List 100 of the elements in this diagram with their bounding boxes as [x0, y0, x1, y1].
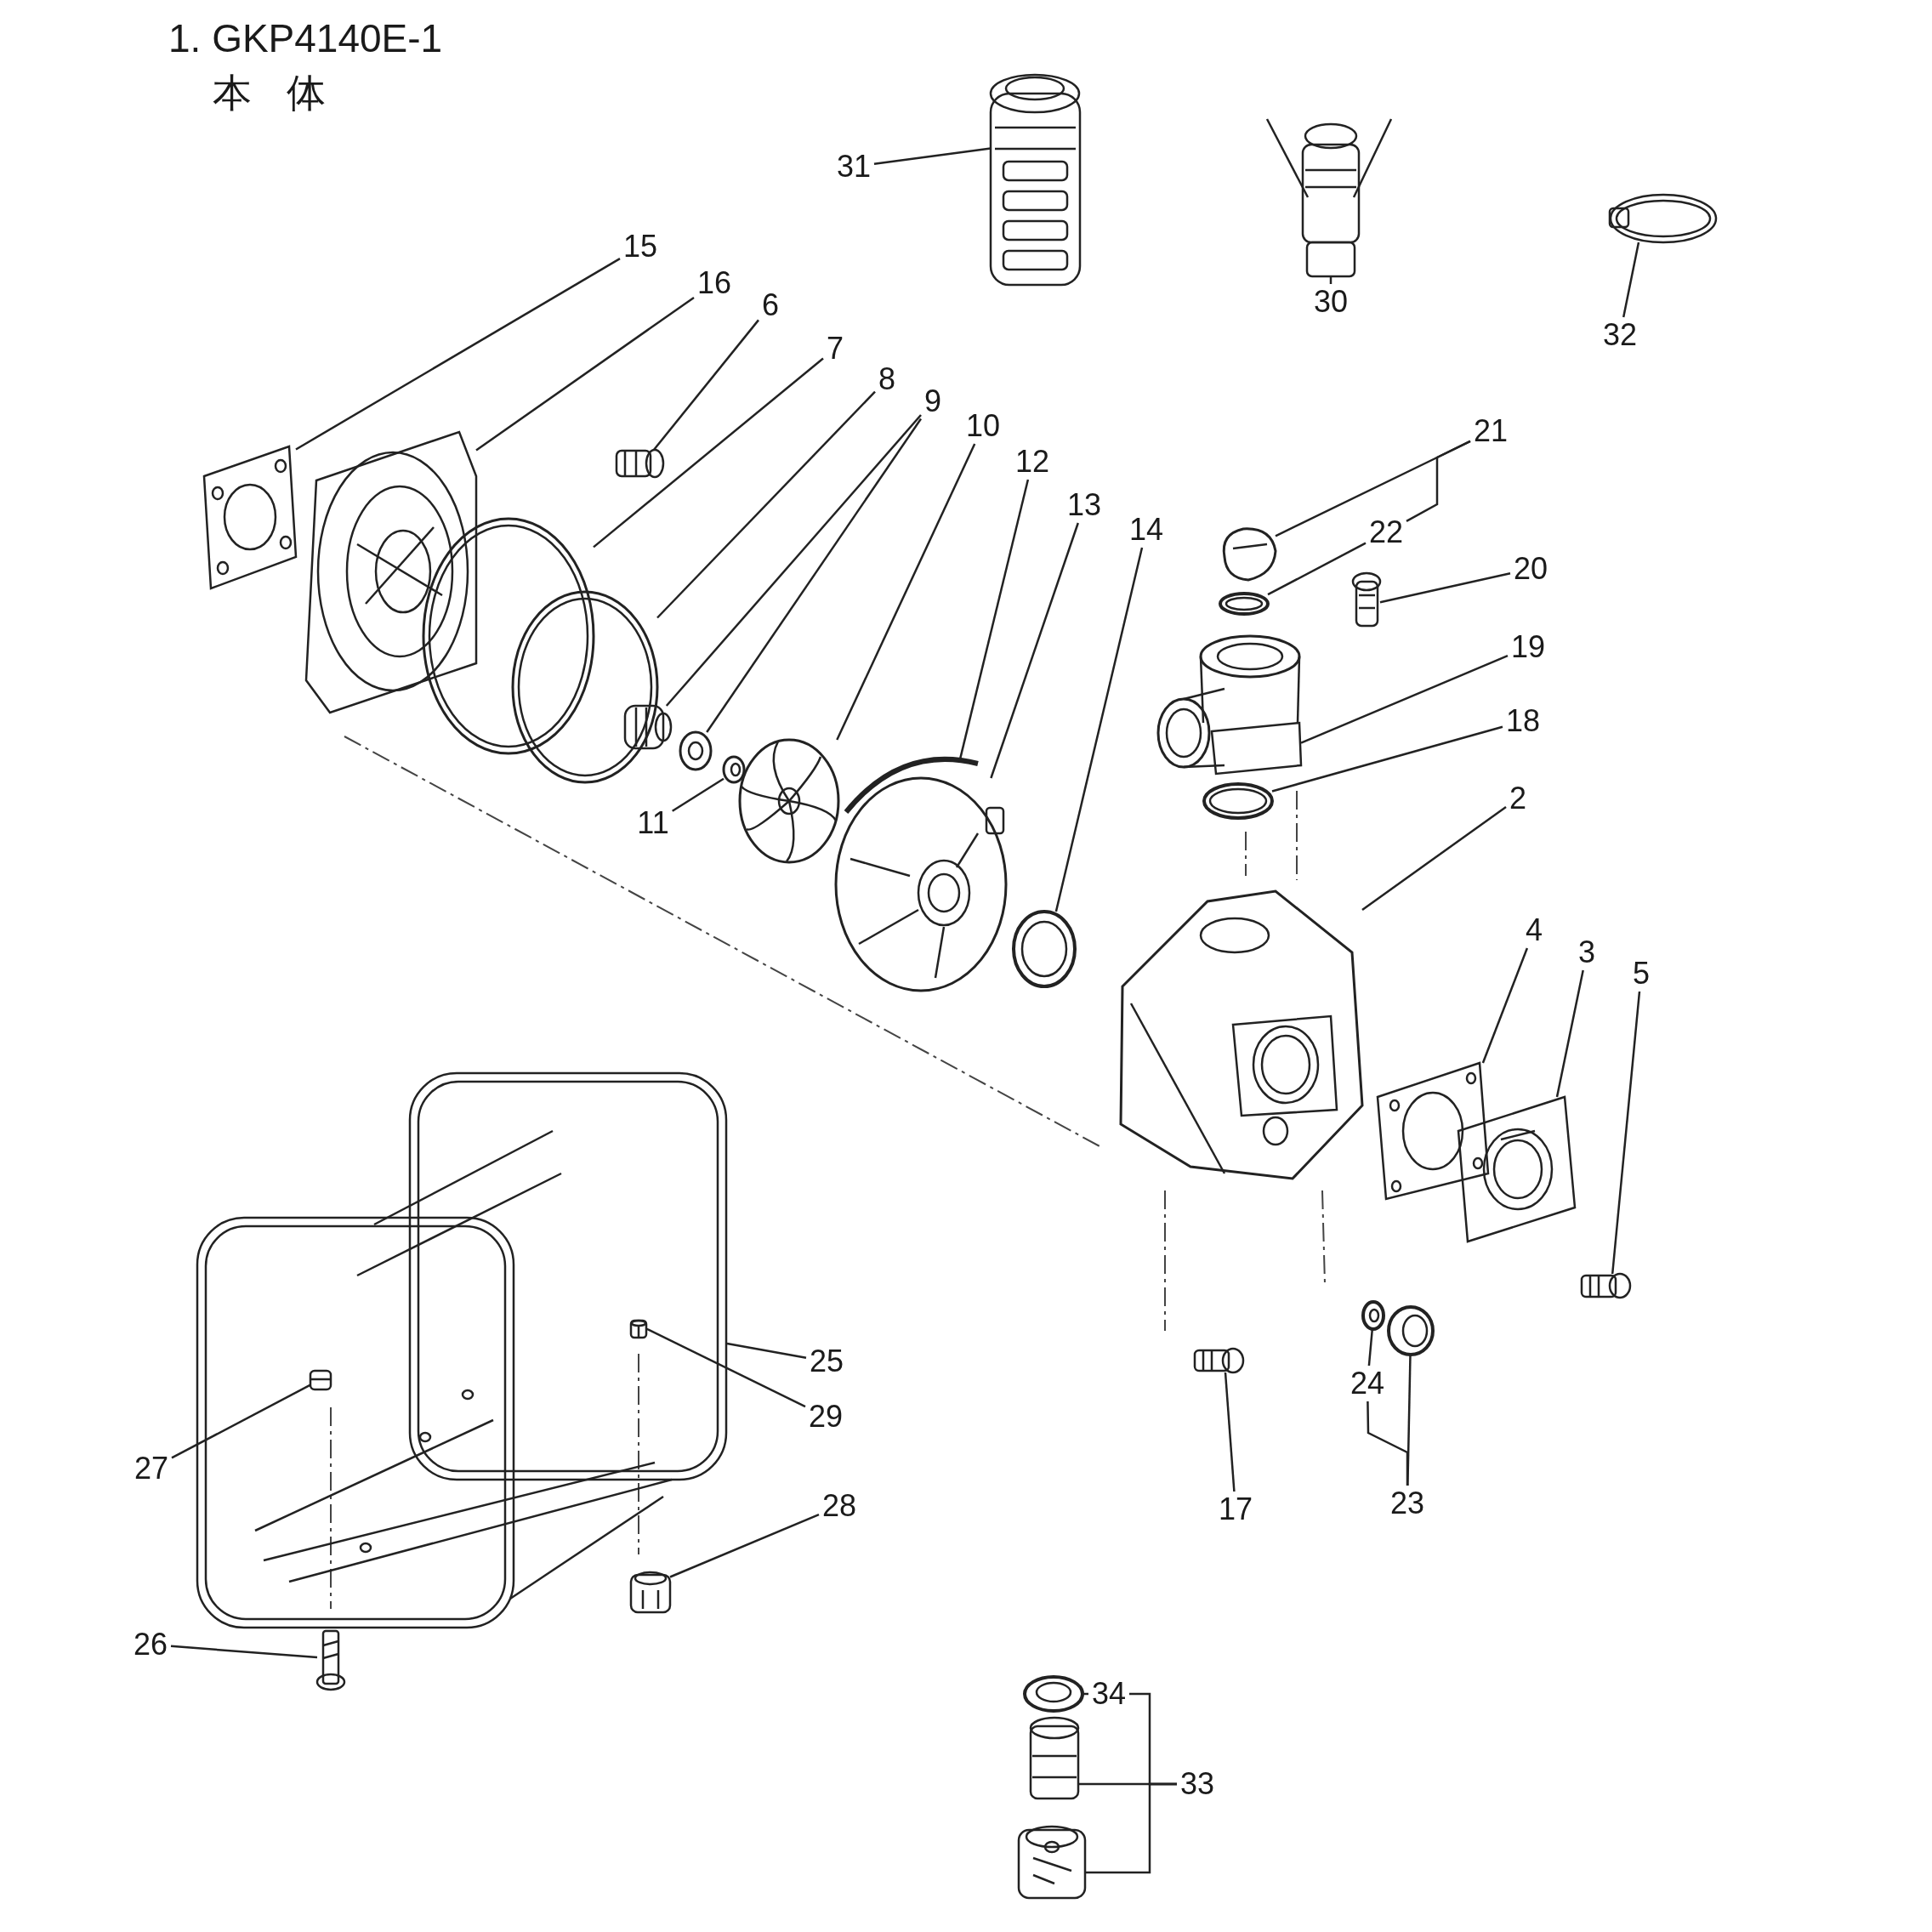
callout-number: 11 [634, 805, 673, 841]
bolt-drawing [1580, 1272, 1632, 1299]
cap-drawing [1222, 527, 1277, 582]
callout-number: 3 [1575, 935, 1599, 970]
leader-line [652, 319, 759, 451]
leader-line [1481, 947, 1529, 1064]
gasket-drawing [202, 445, 298, 590]
leader-line [1367, 1328, 1374, 1367]
rubber-foot-drawing [629, 1571, 672, 1614]
callout-number: 4 [1522, 912, 1546, 948]
gasket-drawing [1376, 1061, 1490, 1201]
leader-line [1611, 991, 1641, 1275]
mechanical-seal-drawing [623, 704, 673, 750]
callout-number: 14 [1126, 512, 1167, 548]
leader-line [1054, 547, 1144, 912]
callout-number: 31 [833, 149, 874, 185]
leader-line [1622, 242, 1640, 318]
leader-line [1555, 969, 1584, 1098]
leader-line [1224, 1372, 1236, 1492]
strainer-drawing [989, 73, 1082, 287]
callout-number: 25 [806, 1344, 847, 1379]
callout-number: 28 [819, 1488, 860, 1524]
callout-number: 6 [759, 287, 782, 323]
leader-line [1129, 1692, 1177, 1786]
discharge-elbow-drawing [1156, 634, 1303, 776]
leader-line [726, 1342, 807, 1359]
leader-line [1300, 654, 1509, 744]
callout-number: 29 [805, 1399, 846, 1435]
callout-number: 27 [131, 1451, 172, 1486]
leader-line [171, 1384, 311, 1459]
bolt-drawing [1193, 1347, 1245, 1374]
callout-number: 17 [1215, 1492, 1256, 1527]
gasket-drawing [844, 757, 979, 814]
pump-cover-drawing [304, 430, 478, 714]
callout-number: 18 [1503, 703, 1543, 739]
hose-clamp-drawing [1608, 193, 1718, 244]
o-ring-drawing [1219, 592, 1270, 616]
callout-number: 26 [130, 1627, 171, 1662]
callout-number: 33 [1177, 1766, 1218, 1802]
hose-coupling-drawing [1265, 118, 1393, 278]
washer-drawing [679, 730, 713, 771]
callout-number: 9 [921, 384, 945, 419]
bolt-drawing [315, 1629, 346, 1691]
callout-number: 15 [620, 229, 661, 264]
leader-line [706, 418, 923, 733]
leader-line [1361, 806, 1507, 911]
callout-number: 2 [1506, 781, 1530, 816]
flange-drawing [1457, 1095, 1577, 1243]
callout-number: 22 [1366, 514, 1406, 550]
callout-number: 5 [1629, 956, 1653, 992]
pump-casing-drawing [1119, 889, 1364, 1180]
leader-line [475, 296, 695, 452]
leader-line [672, 777, 724, 812]
callout-number: 34 [1088, 1676, 1129, 1712]
leader-line [1082, 1692, 1088, 1696]
callout-number: 30 [1310, 284, 1351, 320]
o-ring-drawing [511, 590, 659, 784]
washer-drawing [1361, 1300, 1385, 1331]
leader-line [665, 414, 922, 707]
callout-number: 13 [1064, 487, 1105, 523]
key-drawing [722, 755, 746, 784]
leader-line [669, 1513, 820, 1578]
callout-number: 23 [1387, 1486, 1428, 1521]
plug-drawing [1351, 571, 1382, 628]
title: 1. GKP4140E-1 [168, 17, 443, 60]
callout-number: 12 [1012, 444, 1053, 480]
leader-line [170, 1645, 318, 1659]
leader-line [656, 390, 876, 619]
callout-number: 20 [1510, 551, 1551, 587]
subtitle: 本体 [213, 71, 361, 115]
cap-drawing [1023, 1675, 1084, 1713]
leader-line [1271, 725, 1503, 793]
callout-number: 21 [1470, 413, 1511, 449]
leader-line [1329, 276, 1333, 284]
valve-body-drawing [1017, 1825, 1087, 1900]
leader-line [873, 147, 992, 166]
valve-drawing [1029, 1716, 1080, 1800]
wear-plate-drawing [834, 776, 1008, 992]
seal-ring-drawing [1012, 910, 1077, 988]
drain-plug-drawing [1387, 1305, 1435, 1356]
callout-number: 10 [963, 408, 1003, 444]
callout-number: 7 [823, 331, 847, 367]
callout-number: 24 [1347, 1366, 1388, 1401]
leader-line [990, 522, 1079, 779]
o-ring-drawing [1202, 782, 1274, 820]
callout-number: 8 [875, 361, 899, 397]
o-ring-drawing [422, 517, 595, 755]
leader-line [1379, 572, 1511, 604]
leader-line [1406, 440, 1471, 522]
plug-drawing [615, 448, 665, 479]
impeller-drawing [738, 738, 840, 864]
callout-number: 32 [1600, 317, 1640, 353]
leader-line [1406, 1354, 1412, 1486]
callout-number: 19 [1508, 629, 1548, 665]
leader-line [836, 443, 976, 741]
leader-line [593, 357, 824, 548]
frame-drawing [196, 1071, 728, 1629]
callout-number: 16 [694, 265, 735, 301]
leader-line [1367, 1401, 1409, 1486]
leader-line [1267, 542, 1367, 596]
